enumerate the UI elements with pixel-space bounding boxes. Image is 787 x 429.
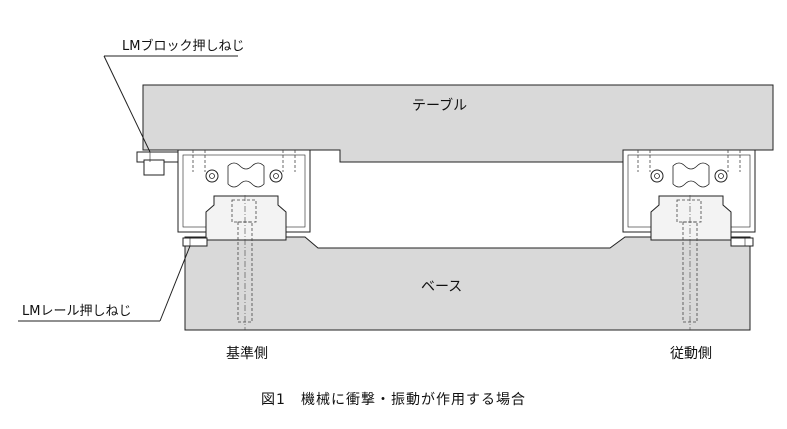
leader-line-block-screw [103,55,238,153]
figure-caption: 図1 機械に衝撃・振動が作用する場合 [261,392,526,408]
lm-block-push-screw [136,151,179,176]
lm-rail-push-screw [182,237,208,247]
lm-block-right [622,149,756,330]
leader-line-rail-screw [18,245,191,322]
label-driven-side: 従動側 [670,346,712,362]
label-lm-block-push-screw: LMブロック押しねじ [122,39,245,54]
label-lm-rail-push-screw: LMレール押しねじ [22,304,132,319]
label-reference-side: 基準側 [226,346,268,362]
lm-rail-right [650,195,732,241]
lm-block-left [177,149,311,330]
lm-rail-left [205,195,287,241]
base-body [184,236,751,331]
label-base: ベース [421,279,463,295]
label-table: テーブル [412,98,468,114]
rail-side-screw-right [730,237,754,247]
